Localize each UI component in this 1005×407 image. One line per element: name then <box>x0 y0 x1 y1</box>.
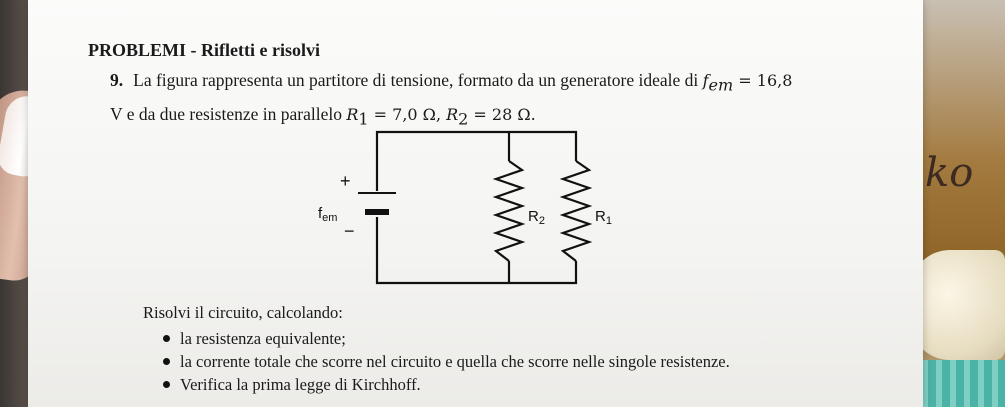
battery-negative-plate <box>365 209 389 215</box>
problem-text-1: La figura rappresenta un partitore di te… <box>133 70 703 90</box>
r2-symbol: R <box>446 104 459 124</box>
wire-top <box>375 130 578 191</box>
r1-label: R1 <box>595 208 612 227</box>
r1-symbol: R <box>346 104 359 124</box>
task-item: la corrente totale che scorre nel circui… <box>163 352 730 371</box>
battery-plus-sign: + <box>340 171 351 191</box>
circuit-wires <box>375 130 578 285</box>
tissue <box>910 250 1005 360</box>
problem-statement: 9. La figura rappresenta un partitore di … <box>110 66 840 133</box>
fem-sub: em <box>708 75 734 95</box>
handwriting: ko <box>925 150 974 196</box>
r1-sub: 1 <box>358 109 369 128</box>
resistor-r1 <box>559 160 593 262</box>
r2-value: = 28 Ω. <box>468 104 536 124</box>
fem-label: fem <box>318 205 337 224</box>
r2-sub: 2 <box>458 109 469 128</box>
task-item: Verifica la prima legge di Kirchhoff. <box>163 373 730 396</box>
fem-value: = 16,8 <box>733 71 793 90</box>
circuit-diagram: + − fem R2 R1 <box>318 130 612 285</box>
problem-text-2: V e da due resistenze in parallelo <box>110 103 347 124</box>
section-title: PROBLEMI - Rifletti e risolvi <box>88 40 320 60</box>
task-list: la resistenza equivalente; la corrente t… <box>163 327 730 396</box>
paper-page <box>28 0 923 407</box>
task-item: la resistenza equivalente; <box>163 327 730 350</box>
resistor-r2 <box>492 160 526 262</box>
r1-value: = 7,0 Ω, <box>368 104 447 124</box>
solve-intro: Risolvi il circuito, calcolando: <box>143 303 343 322</box>
wire-bottom <box>375 217 578 285</box>
fem-symbol: f <box>702 71 709 90</box>
problem-number: 9. <box>110 70 124 90</box>
r2-label: R2 <box>528 208 545 227</box>
battery-minus-sign: − <box>344 221 355 241</box>
